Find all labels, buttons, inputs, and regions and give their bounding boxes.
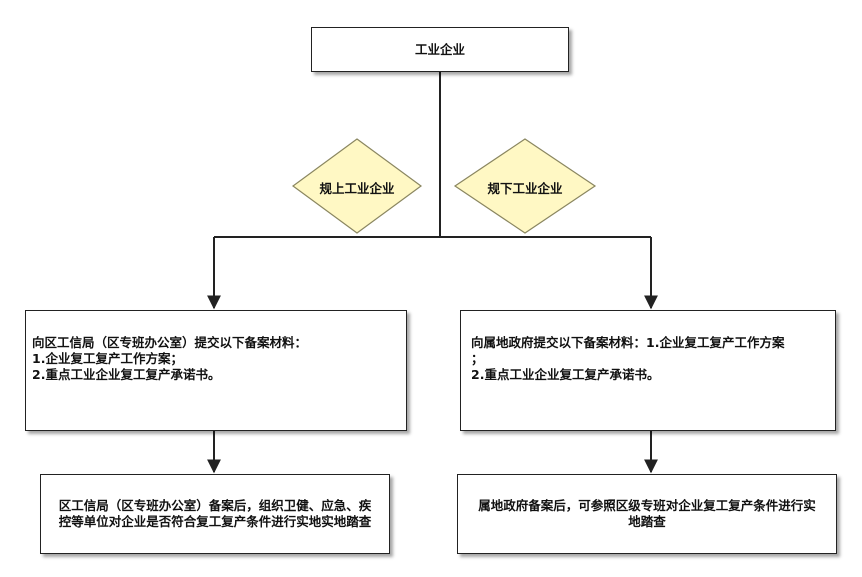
submit-right-line-2: ； xyxy=(471,351,484,366)
result-right-line-2: 地踏查 xyxy=(628,514,666,529)
submit-left-line-1: 向区工信局（区专班办公室）提交以下备案材料： xyxy=(32,335,308,350)
condition-label-left: 规上工业企业 xyxy=(319,181,395,196)
result-right-line-1: 属地政府备案后，可参照区级专班对企业复工复产条件进行实 xyxy=(478,498,816,513)
top-node-label: 工业企业 xyxy=(414,41,465,57)
submit-left-line-2: 1.企业复工复产工作方案； xyxy=(32,351,183,366)
condition-label-right: 规下工业企业 xyxy=(487,181,563,196)
submit-node-left: 向区工信局（区专班办公室）提交以下备案材料： 1.企业复工复产工作方案； 2.重… xyxy=(25,310,407,431)
diamond-right xyxy=(453,138,597,234)
result-node-right: 属地政府备案后，可参照区级专班对企业复工复产条件进行实 地踏查 xyxy=(457,474,837,554)
diamond-left xyxy=(291,138,423,234)
result-node-left: 区工信局（区专班办公室）备案后，组织卫健、应急、疾 控等单位对企业是否符合复工复… xyxy=(40,474,390,554)
top-node: 工业企业 xyxy=(311,27,569,72)
result-left-line-2: 控等单位对企业是否符合复工复产条件进行实地实地踏查 xyxy=(58,514,372,529)
submit-left-line-3: 2.重点工业企业复工复产承诺书。 xyxy=(32,367,221,382)
submit-right-line-1: 向属地政府提交以下备案材料：1.企业复工复产工作方案 xyxy=(471,335,785,350)
submit-right-line-3: 2.重点工业企业复工复产承诺书。 xyxy=(471,367,660,382)
result-left-line-1: 区工信局（区专班办公室）备案后，组织卫健、应急、疾 xyxy=(58,498,372,513)
submit-node-right: 向属地政府提交以下备案材料：1.企业复工复产工作方案 ； 2.重点工业企业复工复… xyxy=(460,310,836,431)
